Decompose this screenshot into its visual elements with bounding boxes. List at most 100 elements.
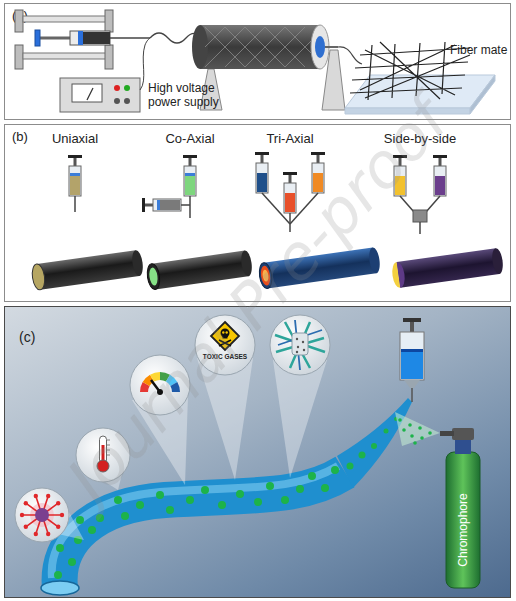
side-by-side-syringe	[399, 158, 402, 166]
side-by-side-syringe	[400, 196, 414, 212]
gauge-icon	[151, 380, 160, 392]
fiber-network-icon	[302, 341, 304, 343]
electrospinning-syringe	[411, 388, 413, 402]
chromophore-dots	[371, 443, 377, 449]
coaxial-syringe	[189, 158, 192, 166]
chromophore-dots	[136, 501, 144, 509]
toxic-icon	[221, 329, 230, 338]
chromophore-spray	[398, 418, 402, 422]
triaxial-syringe	[255, 152, 325, 232]
side-by-side-syringe	[394, 166, 406, 196]
side-by-side-syringe	[434, 166, 446, 196]
side-by-side-syringe	[439, 158, 442, 166]
chromophore-dots	[347, 463, 354, 470]
chromophore-spray	[395, 412, 440, 446]
chromophore-spray	[413, 441, 417, 445]
sign-label: TOXIC GASES	[195, 353, 255, 360]
triaxial-syringe	[290, 193, 318, 224]
syringe-pump	[105, 10, 113, 32]
thermometer-icon	[107, 440, 110, 455]
triaxial-fiber	[258, 247, 381, 290]
fiber-mat	[345, 42, 495, 114]
panel-label: (c)	[19, 329, 35, 345]
triaxial-syringe	[317, 155, 320, 163]
cell-icon	[22, 496, 62, 534]
syringe-pump	[40, 37, 78, 40]
drum-collector	[200, 25, 320, 69]
drum-collector	[192, 25, 362, 110]
fiber-network-icon	[278, 320, 322, 370]
cell-icon	[60, 513, 64, 517]
cell-icon	[20, 513, 24, 517]
toxic-icon	[195, 315, 255, 375]
gauge-icon	[130, 355, 190, 415]
chromophore-dots	[74, 536, 82, 544]
thermometer-icon	[102, 445, 105, 464]
syringe-pump	[23, 16, 108, 22]
fiber-network-icon	[292, 333, 308, 355]
panel-box: (b)	[4, 124, 511, 302]
thermometer-icon	[76, 428, 130, 482]
triaxial-syringe	[284, 183, 296, 213]
chromophore-dots	[281, 496, 289, 504]
coaxial-syringe	[160, 200, 180, 210]
gauge-icon	[168, 378, 174, 384]
side-by-side-fiber	[391, 247, 505, 288]
fiber-network-icon	[296, 338, 305, 353]
gauge-icon	[130, 355, 190, 415]
cell-icon	[20, 494, 64, 536]
uniaxial-syringe	[68, 155, 82, 212]
cell-icon	[46, 494, 50, 498]
drum-collector	[338, 47, 362, 64]
toxic-icon	[223, 335, 228, 339]
chromophore-dots	[121, 512, 129, 520]
callout-cone	[132, 395, 188, 485]
callout-cone	[83, 462, 125, 490]
panel-label: (a)	[12, 8, 28, 23]
method-label: Tri-Axial	[250, 132, 330, 147]
toxic-icon	[222, 331, 224, 333]
syringe-pump	[15, 45, 23, 69]
side-by-side-syringe	[426, 196, 440, 212]
toxic-icon	[226, 331, 228, 333]
chromophore-dots	[321, 484, 329, 492]
coaxial-syringe	[153, 199, 181, 211]
electrospun-fiber	[52, 466, 338, 578]
panel-box: (c)	[4, 306, 511, 598]
syringe-pump	[78, 31, 83, 45]
side-by-side-fiber	[391, 262, 401, 289]
fiber-network-icon	[270, 315, 330, 375]
side-by-side-syringe	[413, 210, 427, 222]
side-by-side-syringe	[435, 176, 445, 195]
power-supply	[87, 88, 93, 100]
chromophore-dots	[218, 501, 226, 509]
triaxial-syringe	[283, 172, 297, 175]
method-label: Side-by-side	[370, 132, 470, 147]
fiber-mat	[345, 75, 495, 108]
coaxial-fiber	[148, 267, 158, 286]
side-by-side-fiber	[397, 248, 500, 288]
electrospinning-syringe	[404, 380, 420, 388]
jet-wire	[150, 33, 204, 43]
chromophore-dots	[201, 486, 209, 494]
uniaxial-syringe	[70, 176, 80, 195]
gauge-icon	[152, 376, 160, 378]
fiber-mat	[470, 75, 495, 114]
triaxial-syringe	[257, 173, 267, 192]
fiber-network-icon	[297, 346, 299, 348]
chromophore-spray	[418, 426, 422, 430]
chromophore-dots	[266, 482, 274, 490]
power-supply	[124, 98, 130, 104]
chromophore-spray	[408, 423, 412, 427]
cell-icon	[34, 494, 38, 498]
gauge-icon	[144, 384, 146, 392]
chromophore-dots	[96, 514, 104, 522]
coaxial-syringe	[184, 166, 196, 196]
electrospinning-syringe	[401, 352, 423, 379]
uniaxial-fiber	[31, 249, 145, 290]
annotation-label: Fiber mate	[450, 44, 512, 58]
electrospinning-syringe	[403, 318, 421, 322]
chromophore-spray	[420, 436, 424, 440]
uniaxial-syringe	[68, 155, 82, 158]
